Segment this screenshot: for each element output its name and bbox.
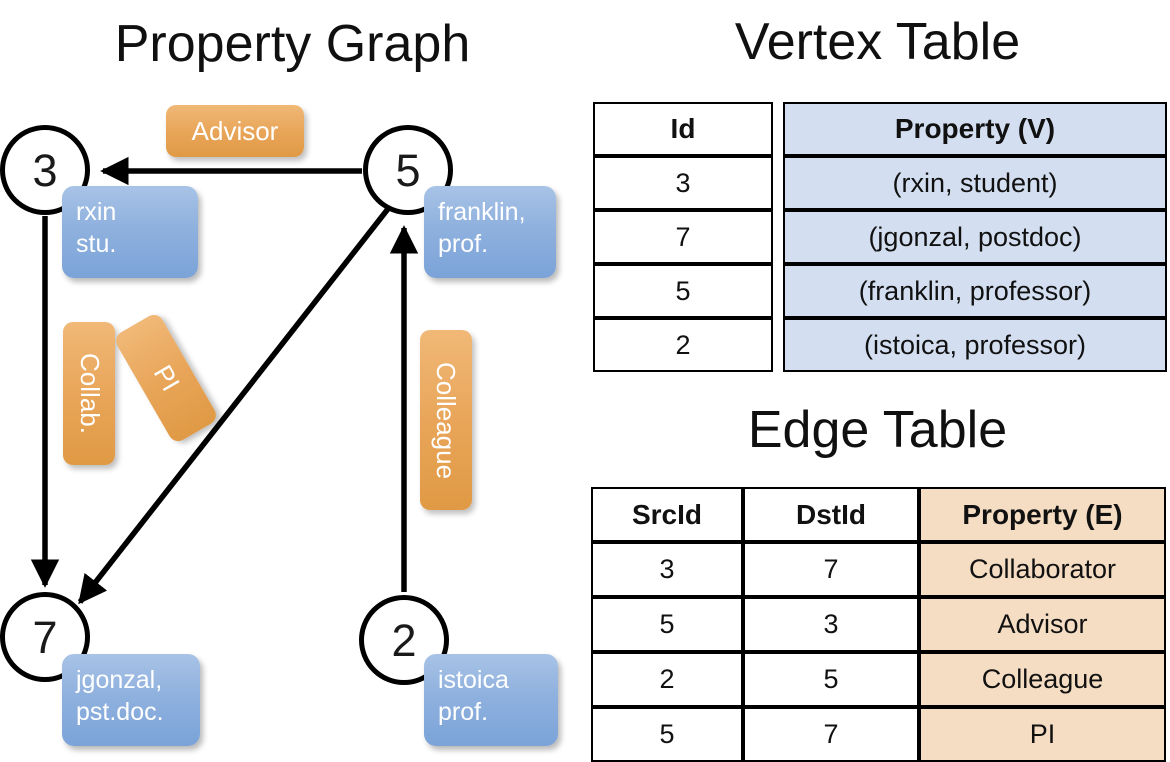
node-property-line-1: franklin, <box>438 198 526 226</box>
edge-cell-property: Advisor <box>919 597 1166 652</box>
edge-label-text: Colleague <box>431 361 462 479</box>
page-title-edge-table: Edge Table <box>747 401 1008 459</box>
vertex-cell-property: (franklin, professor) <box>783 264 1167 318</box>
vertex-cell-property: (istoica, professor) <box>783 318 1167 372</box>
page-title-property-graph: Property Graph <box>114 15 471 73</box>
edge-header-srcid: SrcId <box>591 487 743 542</box>
node-property-line-2: stu. <box>76 230 117 258</box>
table-header-row: SrcId DstId Property (E) <box>591 487 1166 542</box>
edge-cell-srcid: 5 <box>591 597 743 652</box>
table-row[interactable]: 2 5 Colleague <box>591 652 1166 707</box>
table-row[interactable]: 3 (rxin, student) <box>593 156 1167 210</box>
table-row[interactable]: 5 3 Advisor <box>591 597 1166 652</box>
node-property-box-2[interactable]: istoica prof. <box>424 654 558 746</box>
edge-label-colleague[interactable]: Colleague <box>420 330 472 510</box>
node-property-line-1: rxin <box>76 198 117 226</box>
property-graph-canvas: 3 5 7 2 rxin stu. franklin, prof. jgonza… <box>0 0 585 760</box>
vertex-cell-property: (jgonzal, postdoc) <box>783 210 1167 264</box>
graph-node-2[interactable]: 2 <box>359 595 449 685</box>
vertex-cell-id: 2 <box>593 318 773 372</box>
node-property-box-3[interactable]: rxin stu. <box>62 186 198 278</box>
node-property-box-7[interactable]: jgonzal, pst.doc. <box>62 654 200 746</box>
node-property-line-1: istoica <box>438 666 509 694</box>
edge-header-property: Property (E) <box>919 487 1166 542</box>
edge-5-to-7 <box>77 203 394 605</box>
vertex-header-id: Id <box>593 102 773 156</box>
graph-edges-svg <box>30 156 419 605</box>
node-property-box-5[interactable]: franklin, prof. <box>424 186 556 278</box>
edge-label-text: Collab. <box>74 353 105 434</box>
edge-cell-dstid: 7 <box>743 707 919 762</box>
node-property-line-2: pst.doc. <box>76 698 164 726</box>
table-row[interactable]: 2 (istoica, professor) <box>593 318 1167 372</box>
node-property-line-2: prof. <box>438 230 489 258</box>
edge-label-advisor[interactable]: Advisor <box>166 105 304 157</box>
vertex-table: Id Property (V) 3 (rxin, student) 7 (jgo… <box>593 102 1167 372</box>
column-gap <box>773 318 783 372</box>
edge-table: SrcId DstId Property (E) 3 7 Collaborato… <box>591 487 1166 762</box>
table-header-row: Id Property (V) <box>593 102 1167 156</box>
table-row[interactable]: 7 (jgonzal, postdoc) <box>593 210 1167 264</box>
column-gap <box>773 210 783 264</box>
page-title-vertex-table: Vertex Table <box>734 13 1021 71</box>
edge-label-collab[interactable]: Collab. <box>63 322 115 465</box>
edge-label-text: Advisor <box>191 115 279 146</box>
edge-cell-dstid: 7 <box>743 542 919 597</box>
vertex-header-property: Property (V) <box>783 102 1167 156</box>
vertex-cell-property: (rxin, student) <box>783 156 1167 210</box>
node-property-line-2: prof. <box>438 698 489 726</box>
edge-cell-srcid: 5 <box>591 707 743 762</box>
table-row[interactable]: 3 7 Collaborator <box>591 542 1166 597</box>
node-property-line-1: jgonzal, <box>76 666 163 694</box>
graph-node-5[interactable]: 5 <box>363 125 453 215</box>
table-row[interactable]: 5 7 PI <box>591 707 1166 762</box>
edge-cell-srcid: 3 <box>591 542 743 597</box>
edge-cell-srcid: 2 <box>591 652 743 707</box>
edge-cell-dstid: 3 <box>743 597 919 652</box>
column-gap <box>773 102 783 156</box>
column-gap <box>773 156 783 210</box>
edge-cell-property: Collaborator <box>919 542 1166 597</box>
vertex-cell-id: 7 <box>593 210 773 264</box>
edge-label-text: PI <box>147 359 186 396</box>
edge-cell-property: Colleague <box>919 652 1166 707</box>
edge-cell-property: PI <box>919 707 1166 762</box>
table-row[interactable]: 5 (franklin, professor) <box>593 264 1167 318</box>
edge-header-dstid: DstId <box>743 487 919 542</box>
vertex-cell-id: 3 <box>593 156 773 210</box>
vertex-cell-id: 5 <box>593 264 773 318</box>
edge-cell-dstid: 5 <box>743 652 919 707</box>
column-gap <box>773 264 783 318</box>
